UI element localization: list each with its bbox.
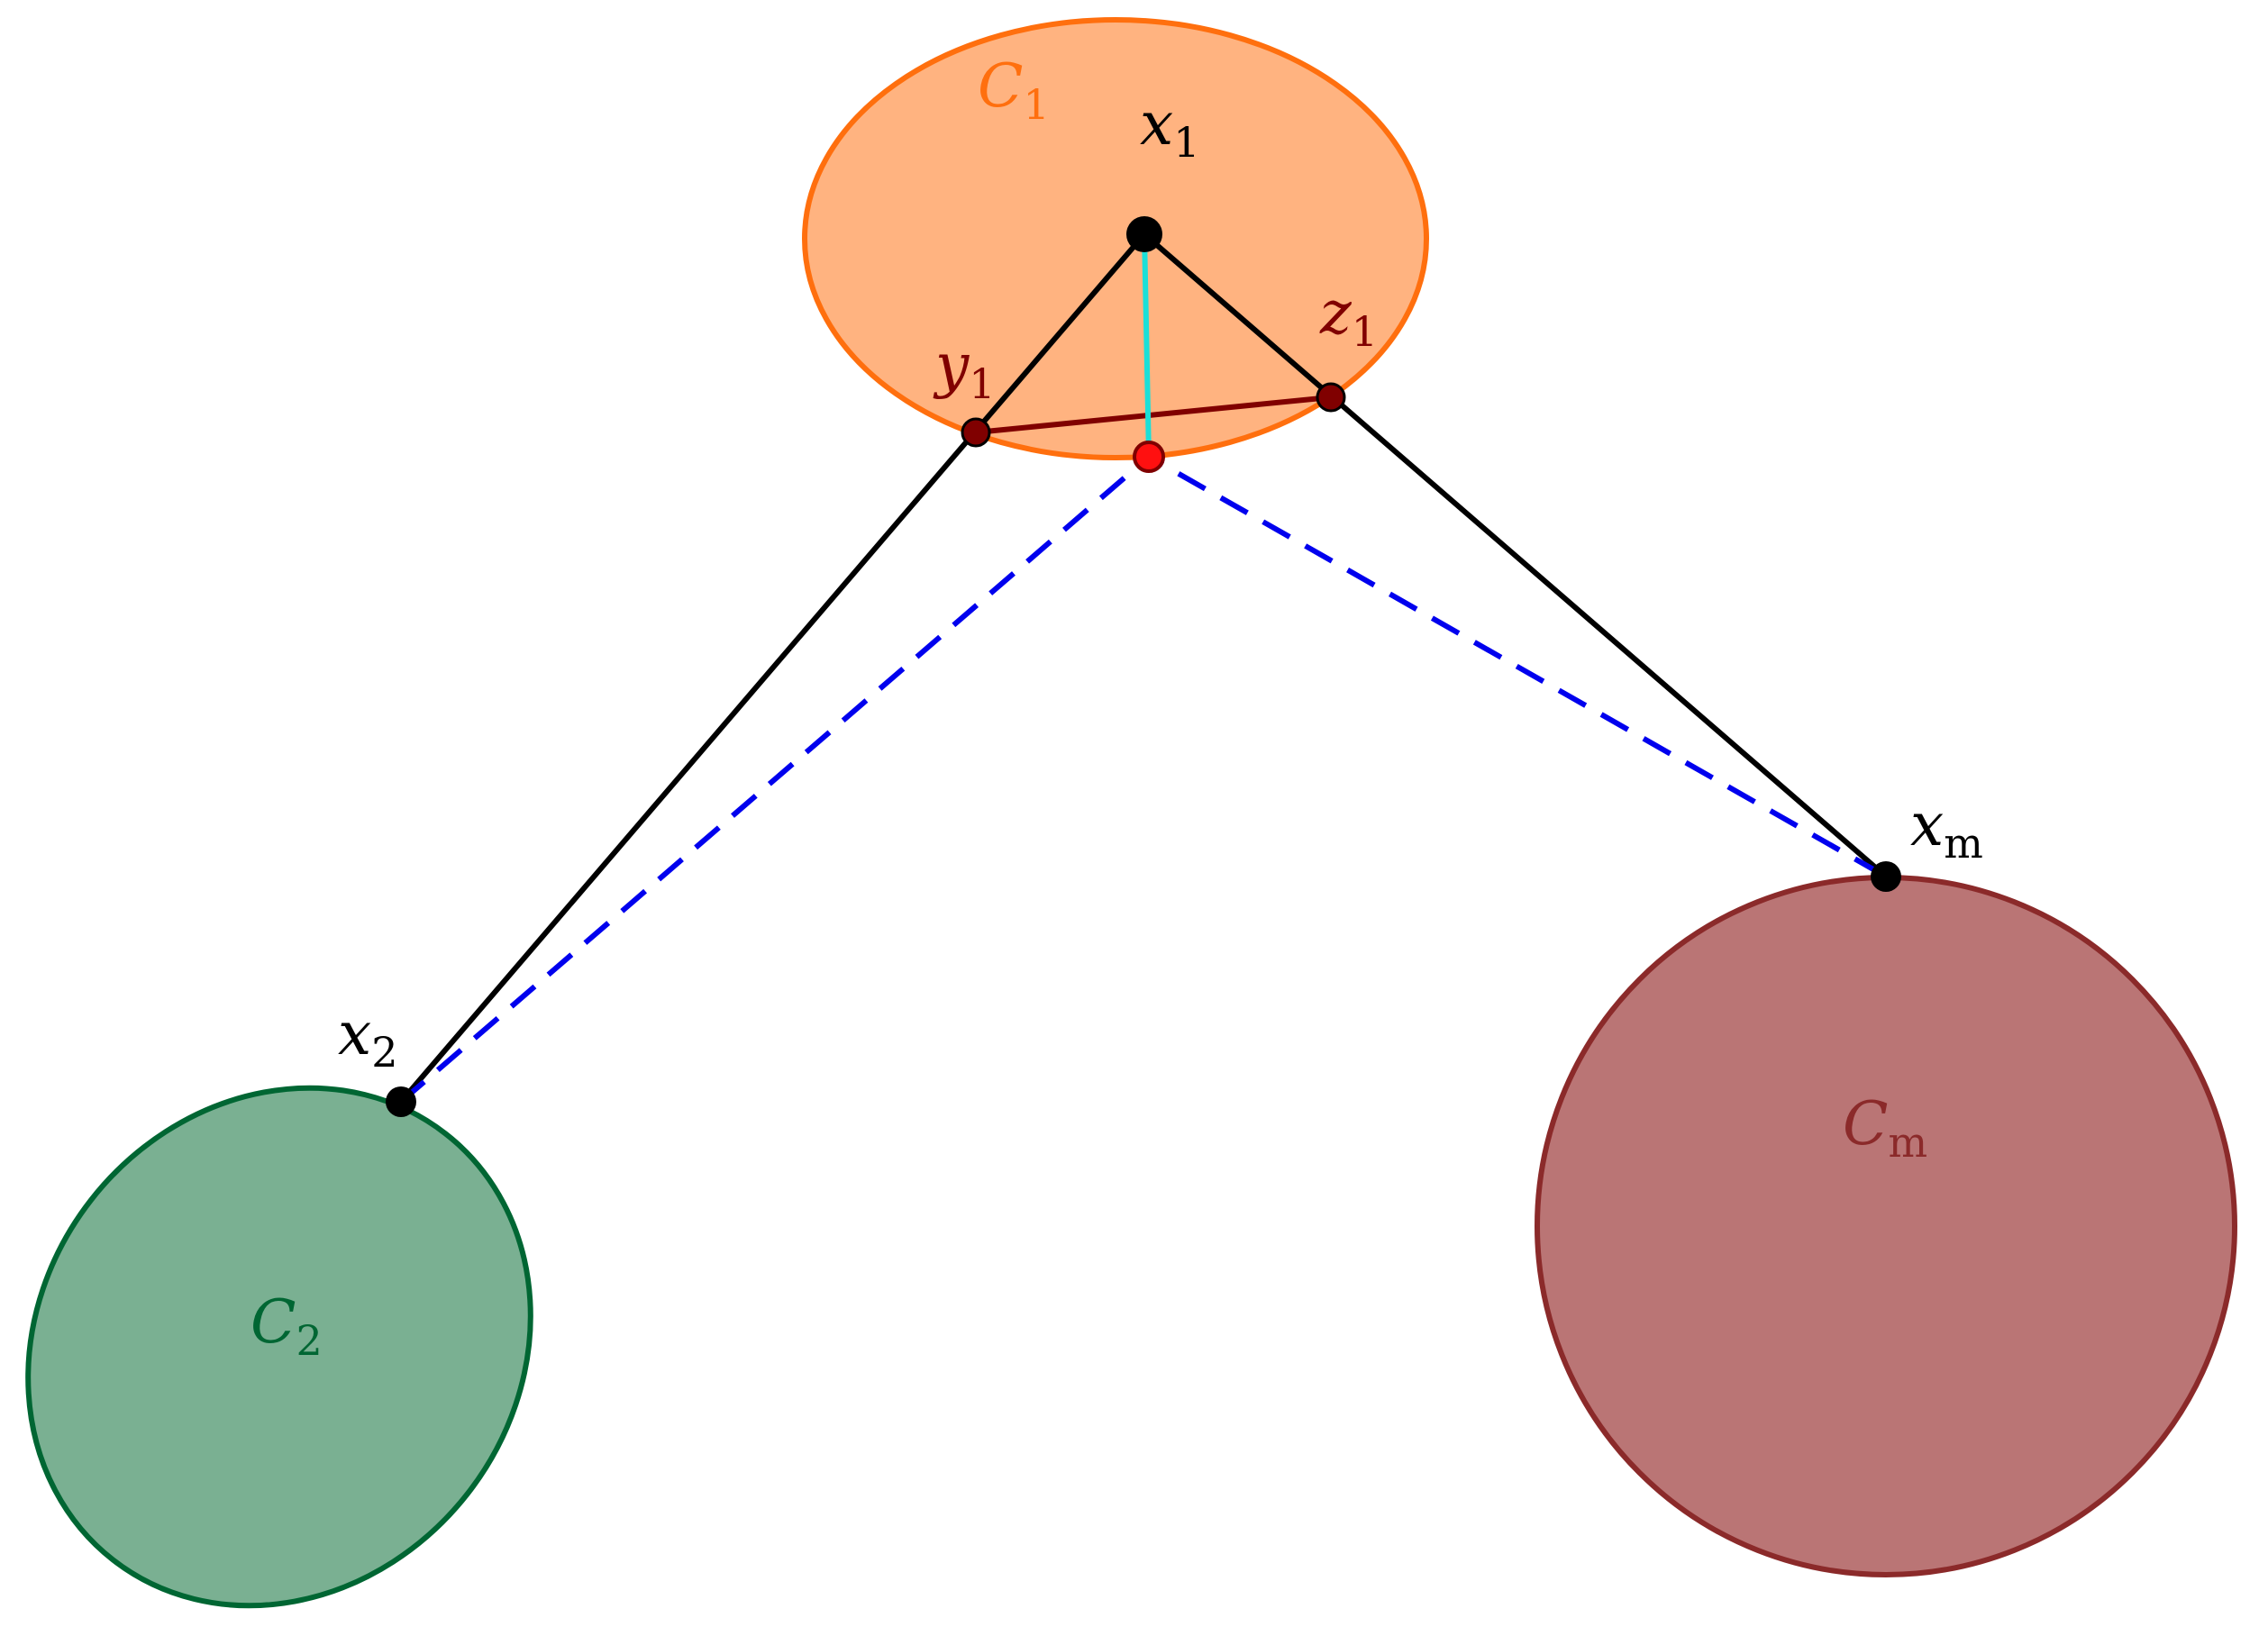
point-x1 [1126, 216, 1162, 252]
point-z1 [1316, 382, 1346, 413]
label-z1: z1 [1319, 278, 1378, 356]
label-x2: x2 [338, 999, 398, 1077]
point-projection [1133, 441, 1165, 473]
chord-y1-z1 [975, 395, 1332, 435]
label-y1: y1 [933, 331, 996, 408]
point-x2 [386, 1086, 416, 1117]
set-c1 [802, 17, 1429, 460]
label-c2: C2 [250, 1287, 323, 1365]
label-c1: C1 [978, 51, 1050, 129]
label-x1: x1 [1140, 89, 1200, 167]
set-cm [1535, 875, 2237, 1577]
label-xm: xm [1910, 790, 1983, 868]
cyan-segment [1142, 233, 1152, 458]
point-y1 [961, 417, 991, 448]
set-c2 [25, 1085, 533, 1609]
label-cm: Cm [1843, 1089, 1927, 1167]
point-xm [1871, 861, 1901, 892]
